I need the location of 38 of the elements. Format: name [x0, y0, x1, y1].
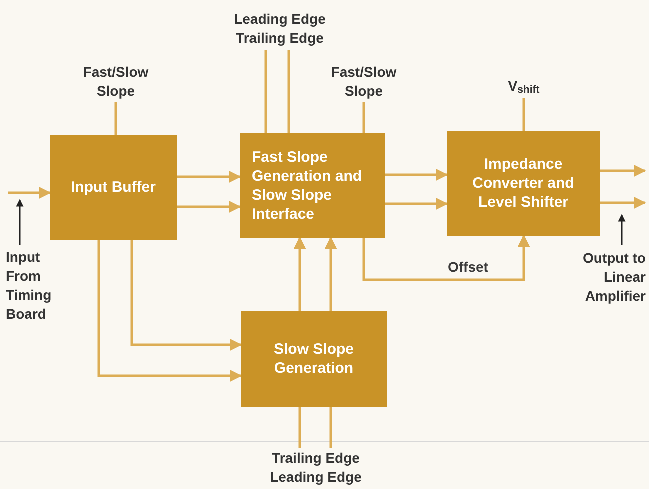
arrow [294, 236, 306, 311]
connector-line [264, 50, 268, 133]
label-text: Output to Linear Amplifier [582, 248, 646, 306]
arrow [8, 186, 52, 200]
label-text: Input From Timing Board [6, 248, 53, 324]
arrow [130, 240, 242, 352]
box-label: Impedance Converter and Level Shifter [472, 155, 576, 212]
box-label: Input Buffer [71, 178, 156, 197]
process-box [50, 135, 177, 240]
arrow [600, 196, 646, 210]
arrow [385, 198, 448, 210]
arrow [98, 240, 242, 382]
connector-line [362, 102, 366, 133]
arrow [177, 200, 242, 214]
connector-line [330, 407, 332, 448]
arrow [177, 170, 242, 184]
box-label: Slow Slope Generation [272, 340, 355, 378]
arrow [16, 199, 24, 245]
arrow [600, 164, 646, 178]
connector-line [114, 102, 118, 135]
connector-line [522, 98, 526, 131]
label-text: Leading Edge [234, 10, 326, 29]
label-text: V$_{shift}$ [508, 76, 540, 96]
arrow [324, 236, 338, 311]
process-box [241, 311, 387, 407]
arrow [618, 214, 626, 245]
label-text: Trailing Edge [272, 449, 360, 468]
process-box [240, 133, 385, 238]
label-text: Trailing Edge [236, 29, 324, 48]
label-text: Fast/Slow Slope [330, 63, 398, 101]
arrow [385, 168, 448, 182]
box-label: Fast Slope Generation and Slow Slope Interface [252, 148, 364, 224]
connector-line [298, 407, 302, 448]
label-text: Leading Edge [270, 468, 362, 487]
arrow [362, 234, 530, 282]
process-box [447, 131, 600, 236]
label-text: Fast/Slow Slope [82, 63, 150, 101]
connector-line [288, 50, 290, 133]
